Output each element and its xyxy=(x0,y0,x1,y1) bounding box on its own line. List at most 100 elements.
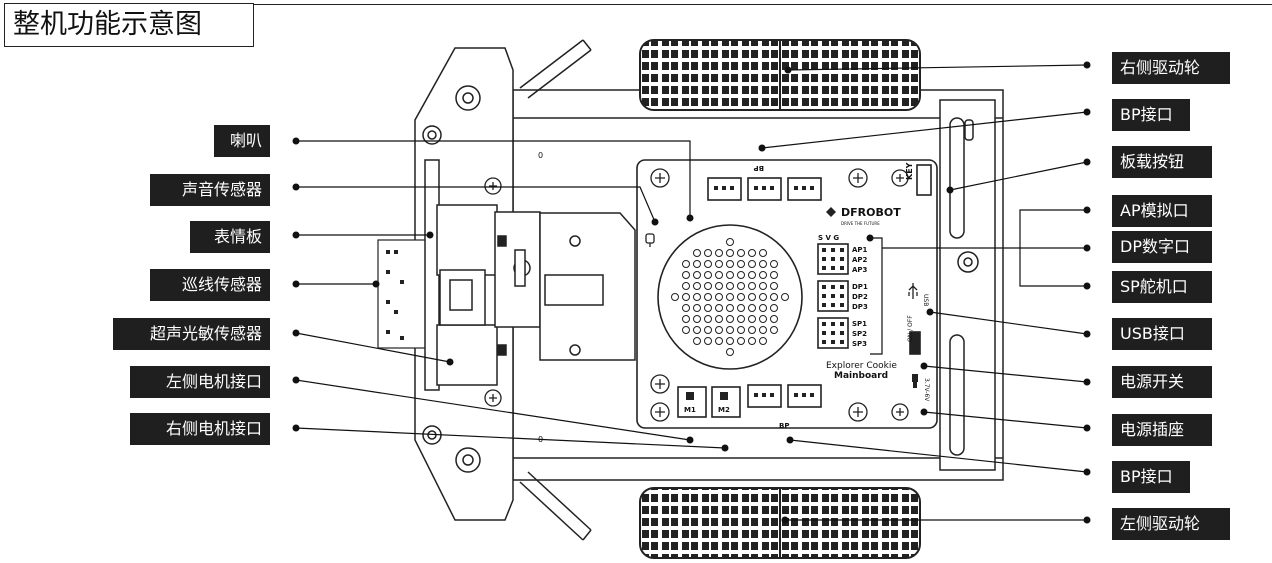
header-pin xyxy=(831,322,835,326)
speaker-hole xyxy=(671,293,679,301)
speaker-hole xyxy=(693,282,701,290)
sensor-module xyxy=(424,159,541,391)
speaker-hole xyxy=(748,271,756,279)
speaker-hole xyxy=(748,249,756,257)
speaker-hole xyxy=(759,260,767,268)
speaker-hole xyxy=(704,304,712,312)
key-text: KEY xyxy=(905,162,914,180)
speaker-hole xyxy=(693,260,701,268)
speaker-hole xyxy=(748,326,756,334)
header-pin xyxy=(822,303,826,307)
header-pin xyxy=(822,322,826,326)
m1-text: M1 xyxy=(684,406,696,414)
speaker-hole xyxy=(715,326,723,334)
speaker-hole xyxy=(781,293,789,301)
label-onboard-button: 板载按钮 xyxy=(1112,146,1212,178)
label-ap-analog-port: AP模拟口 xyxy=(1112,195,1212,227)
pin-sp3: SP3 xyxy=(852,340,867,348)
speaker-hole xyxy=(748,304,756,312)
speaker-hole xyxy=(726,293,734,301)
speaker-hole xyxy=(715,315,723,323)
speaker-hole xyxy=(715,337,723,345)
speaker-hole xyxy=(726,315,734,323)
label-ultrasonic-light-sensor: 超声光敏传感器 xyxy=(113,318,270,350)
speaker-hole xyxy=(715,271,723,279)
speaker-hole xyxy=(726,282,734,290)
header-pin xyxy=(822,285,826,289)
speaker-hole xyxy=(759,304,767,312)
speaker-hole xyxy=(726,249,734,257)
label-sp-servo-port: SP舵机口 xyxy=(1112,271,1212,303)
line-sensor-board xyxy=(377,239,431,349)
speaker-hole xyxy=(737,282,745,290)
motor-icons xyxy=(686,392,728,400)
label-line-sensor: 巡线传感器 xyxy=(150,269,270,301)
speaker-hole xyxy=(682,282,690,290)
mic-icon xyxy=(645,233,655,247)
pin-ap3: AP3 xyxy=(852,266,868,274)
header-pin xyxy=(831,294,835,298)
speaker-hole xyxy=(737,315,745,323)
pin-ap1: AP1 xyxy=(852,246,868,254)
speaker-hole xyxy=(748,260,756,268)
speaker-hole xyxy=(693,293,701,301)
label-expression-board: 表情板 xyxy=(190,221,270,253)
pin-dp2: DP2 xyxy=(852,293,868,301)
brand-tagline: DRIVE THE FUTURE xyxy=(841,221,880,226)
header-pin xyxy=(840,266,844,270)
header-pin xyxy=(831,248,835,252)
speaker-hole xyxy=(759,249,767,257)
header-pin xyxy=(822,248,826,252)
header-pin xyxy=(840,294,844,298)
speaker-hole xyxy=(704,282,712,290)
speaker-hole xyxy=(737,326,745,334)
label-power-socket: 电源插座 xyxy=(1112,414,1212,446)
speaker-hole xyxy=(693,304,701,312)
voltage-text: 3.7V-6V xyxy=(923,378,930,402)
speaker-hole xyxy=(693,337,701,345)
header-pin xyxy=(840,257,844,261)
speaker-hole xyxy=(726,348,734,356)
header-pin xyxy=(840,303,844,307)
header-pin xyxy=(840,340,844,344)
speaker-hole xyxy=(682,293,690,301)
speaker-hole xyxy=(770,315,778,323)
speaker-hole xyxy=(715,249,723,257)
pin-sp1: SP1 xyxy=(852,320,867,328)
speaker-hole xyxy=(704,293,712,301)
speaker-hole xyxy=(715,282,723,290)
speaker-hole xyxy=(704,315,712,323)
pin-ap2: AP2 xyxy=(852,256,868,264)
callout-dots xyxy=(292,61,1091,524)
header-pin xyxy=(822,266,826,270)
switch-text: ON / OFF xyxy=(907,315,914,342)
speaker-hole xyxy=(770,326,778,334)
header-pin xyxy=(840,285,844,289)
speaker-hole xyxy=(682,260,690,268)
pin-dp1: DP1 xyxy=(852,283,868,291)
label-bp-port-bottom: BP接口 xyxy=(1112,461,1190,493)
speaker-hole xyxy=(770,260,778,268)
label-left-motor-port: 左侧电机接口 xyxy=(130,366,270,398)
usb-icon xyxy=(908,283,918,299)
right-wheel xyxy=(639,39,921,111)
speaker-hole xyxy=(715,304,723,312)
label-right-wheel: 右侧驱动轮 xyxy=(1112,52,1230,84)
board-name-2: Mainboard xyxy=(834,371,888,381)
header-pin xyxy=(831,340,835,344)
header-pin xyxy=(831,285,835,289)
speaker-hole xyxy=(726,304,734,312)
label-bp-port-top: BP接口 xyxy=(1112,99,1190,131)
page-title: 整机功能示意图 xyxy=(4,3,254,47)
speaker-hole xyxy=(770,304,778,312)
speaker-hole xyxy=(759,315,767,323)
header-pin xyxy=(840,248,844,252)
speaker-hole xyxy=(715,260,723,268)
speaker-hole xyxy=(704,260,712,268)
label-speaker: 喇叭 xyxy=(214,125,270,157)
speaker-hole xyxy=(737,271,745,279)
speaker-hole xyxy=(737,249,745,257)
speaker-hole xyxy=(704,326,712,334)
speaker-hole xyxy=(715,293,723,301)
speaker-hole xyxy=(726,326,734,334)
